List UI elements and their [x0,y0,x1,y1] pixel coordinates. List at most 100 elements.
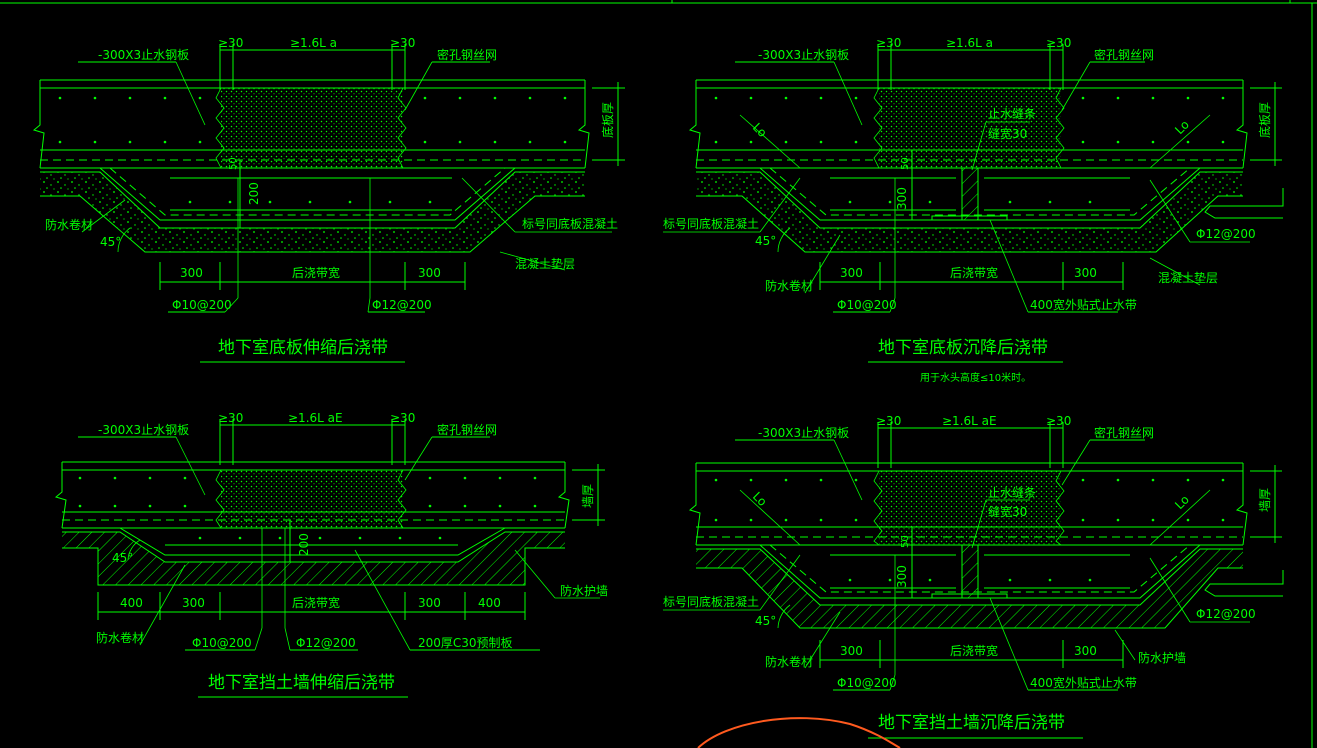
trench-profile [40,167,585,253]
d50-label: 50 [228,157,239,170]
tape-label: 400宽外贴式止水带 [1030,297,1137,312]
dim-right-label: ≥30 [390,411,415,425]
trench-profile [696,544,1284,629]
rebar1-label: Φ10@200 [172,298,232,312]
cushion-label: 混凝土垫层 [515,256,575,271]
d200-label: 200 [247,182,261,205]
rebar-right-label: Φ12@200 [1196,607,1256,621]
width-label: 后浇带宽 [292,595,340,610]
protect-wall-label: 防水护墙 [1138,650,1186,665]
w300a-label: 300 [840,644,863,658]
d300-label: 300 [895,187,909,210]
trench-profile [62,527,565,586]
steel-plate-label: -300X3止水钢板 [98,48,189,62]
slab-body [688,79,1248,221]
rebar1-label: Φ10@200 [837,676,897,690]
steel-plate-label: -300X3止水钢板 [758,426,849,440]
width-label: 后浇带宽 [950,265,998,280]
bottom-dimension-line [159,262,466,290]
angle-label: 45° [755,234,776,248]
dim-left-label: ≥30 [218,36,243,50]
dim-right-label: ≥30 [1046,414,1071,428]
d50-label: 50 [900,535,911,548]
mesh-label: 密孔钢丝网 [1094,425,1154,440]
rebar-dots-top [714,478,1225,522]
depth-dimension [906,527,918,598]
precast-label: 200厚C30预制板 [418,636,513,650]
dim-right-label: ≥30 [1046,36,1071,50]
seam-label: 缝宽30 [988,504,1027,519]
panel-title: 地下室挡土墙伸缩后浇带 [208,673,395,693]
dim-mid-label: ≥1.6L aE [942,414,997,428]
dim-left-label: ≥30 [876,36,901,50]
w300b-label: 300 [418,596,441,610]
w300a-label: 300 [180,266,203,280]
thickness-label: 底板厚 [1257,102,1272,138]
concrete-label: 标号同底板混凝土 [663,594,759,609]
panel-basement-slab-settlement-strip[interactable]: ≥30 ≥1.6L a ≥30 -300X3止水钢板 密孔钢丝网 [663,36,1284,384]
steel-plate-label: -300X3止水钢板 [98,423,189,437]
bottom-dimension-line [819,262,1124,290]
thickness-dimension [592,82,625,166]
slab-body [32,79,590,169]
top-dimension-line [219,44,406,90]
thickness-label: 底板厚 [600,102,615,138]
depth-dimension [234,160,246,228]
w300b-label: 300 [1074,266,1097,280]
dim-left-label: ≥30 [218,411,243,425]
tape-label: 400宽外贴式止水带 [1030,675,1137,690]
w400a-label: 400 [120,596,143,610]
strip-label: 止水缝条 [988,485,1036,500]
panel-retaining-wall-expansion-strip[interactable]: ≥30 ≥1.6L aE ≥30 -300X3止水钢板 密孔钢丝网 [54,411,608,698]
concrete-label: 标号同底板混凝土 [663,216,759,231]
angle-label: 45° [100,235,121,249]
depth-dimension [906,150,918,220]
rebar-dots-top [714,96,1225,144]
dim-mid-label: ≥1.6L aE [288,411,343,425]
rebar1-label: Φ10@200 [192,636,252,650]
thickness-dimension [572,464,605,526]
bottom-dimension-line [97,592,526,620]
annotation-marker-arc [697,717,901,748]
dim-left-label: ≥30 [876,414,901,428]
thickness-dimension [1250,82,1282,166]
rebar2-label: Φ12@200 [296,636,356,650]
mesh-label: 密孔钢丝网 [1094,47,1154,62]
w300a-label: 300 [182,596,205,610]
wall-body [688,462,1248,599]
mesh-label: 密孔钢丝网 [437,422,497,437]
rebar2-label: Φ12@200 [372,298,432,312]
panel-retaining-wall-settlement-strip[interactable]: ≥30 ≥1.6L aE ≥30 -300X3止水钢板 密孔钢丝网 [663,414,1284,739]
rebar1-label: Φ10@200 [837,298,897,312]
panel-title: 地下室挡土墙沉降后浇带 [878,713,1065,733]
steel-plate-label: -300X3止水钢板 [758,48,849,62]
left-material-label: 防水卷材 [45,217,93,232]
dim-mid-label: ≥1.6L a [290,36,337,50]
width-label: 后浇带宽 [292,265,340,280]
top-dimension-line [219,419,406,465]
d300-label: 300 [895,565,909,588]
panel-basement-slab-expansion-strip[interactable]: ≥30 ≥1.6L a ≥30 -300X3止水钢板 密孔钢丝网 [32,36,625,363]
w300a-label: 300 [840,266,863,280]
mesh-label: 密孔钢丝网 [437,47,497,62]
lo-right-label: Lo [1172,117,1192,137]
width-label: 后浇带宽 [950,643,998,658]
protect-wall-label: 防水护墙 [560,583,608,598]
panel-title: 地下室底板沉降后浇带 [878,338,1048,358]
w400b-label: 400 [478,596,501,610]
angle-label: 45° [755,614,776,628]
cushion-label: 混凝土垫层 [1158,270,1218,285]
top-dimension-line [877,422,1064,468]
dim-right-label: ≥30 [390,36,415,50]
lo-left-label: Lo [750,120,770,140]
d50-label: 50 [900,157,911,170]
thickness-label: 墙厚 [581,484,595,508]
seam-label: 缝宽30 [988,126,1027,141]
rebar-right-label: Φ12@200 [1196,227,1256,241]
rebar-dots-top [58,96,567,144]
thickness-dimension [1250,465,1282,543]
thickness-label: 墙厚 [1258,488,1272,512]
trench-profile [696,167,1284,253]
